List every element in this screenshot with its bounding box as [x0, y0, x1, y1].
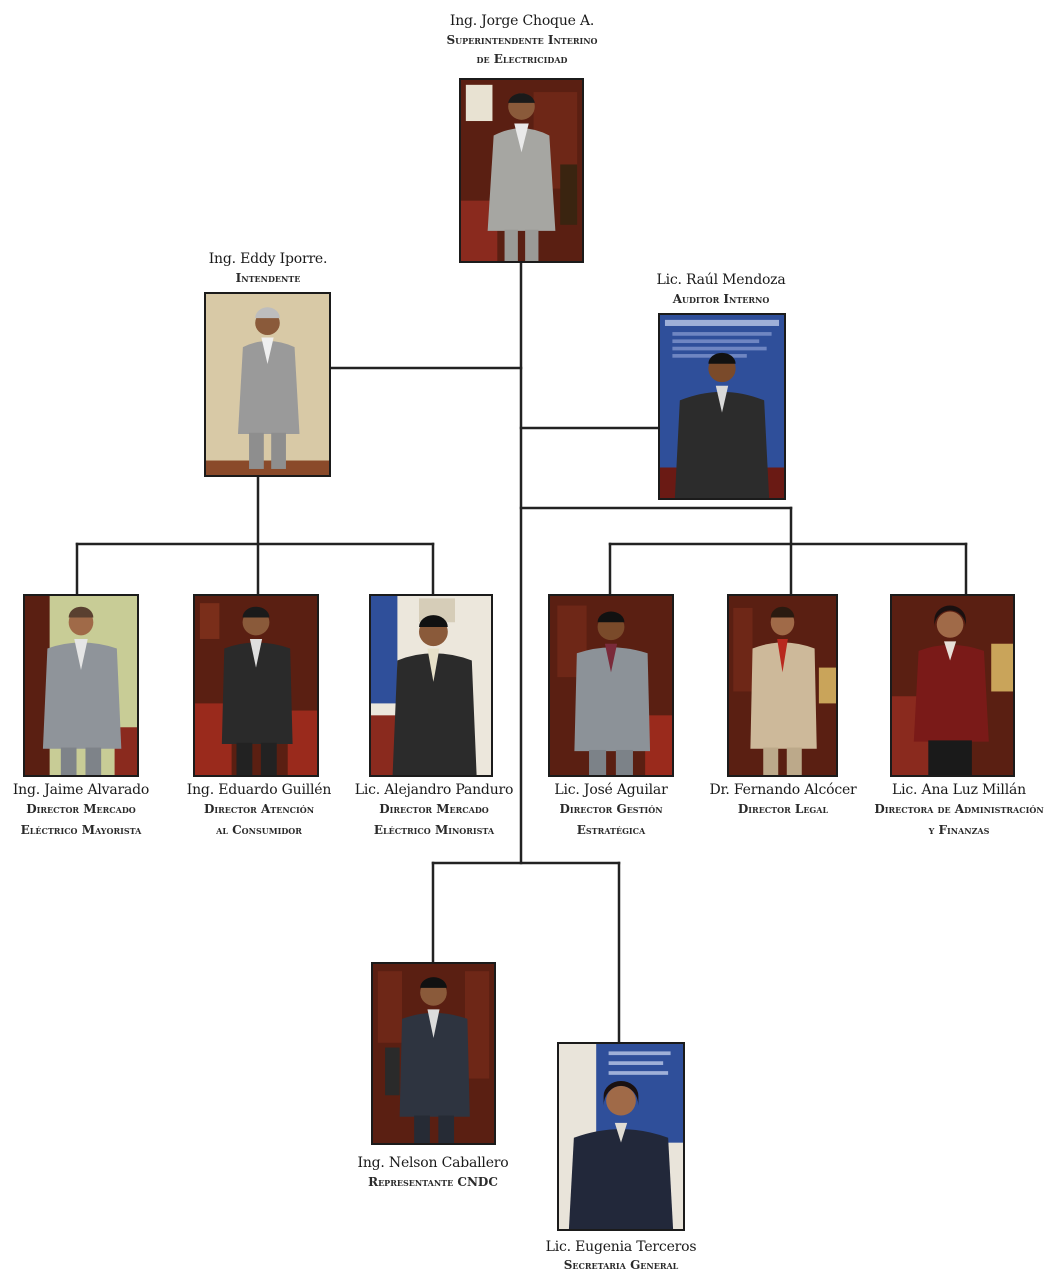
jaime-photo — [23, 594, 139, 777]
jaime-name: Ing. Jaime Alvarado — [12, 782, 150, 798]
eugenia-name: Lic. Eugenia Terceros — [545, 1239, 697, 1255]
alejandro-caption: Lic. Alejandro Panduro Director Mercado … — [351, 781, 517, 841]
portrait-wood-office-icon — [892, 596, 1013, 775]
nelson-photo — [371, 962, 496, 1145]
jose-title-line1: Director Gestión — [559, 802, 663, 816]
ana-title-line1: Directora de Administración — [874, 802, 1044, 816]
nelson-name: Ing. Nelson Caballero — [357, 1155, 509, 1171]
jaime-title-line2: Eléctrico Mayorista — [20, 823, 142, 837]
portrait-wood-office-icon — [373, 964, 494, 1143]
portrait-blue-banner-icon — [660, 315, 784, 498]
portrait-blue-banner-icon — [559, 1044, 683, 1229]
alejandro-name: Lic. Alejandro Panduro — [354, 782, 514, 798]
ana-caption: Lic. Ana Luz Millán Directora de Adminis… — [856, 781, 1062, 841]
jose-name: Lic. José Aguilar — [554, 782, 668, 798]
alejandro-title-line1: Director Mercado — [379, 802, 489, 816]
alejandro-photo — [369, 594, 493, 777]
portrait-wood-office-icon — [461, 80, 582, 261]
intendant-name: Ing. Eddy Iporre. — [208, 251, 328, 267]
portrait-studio-icon — [206, 294, 329, 475]
auditor-title: Auditor Interno — [672, 292, 770, 306]
eduardo-title-line1: Director Atención — [203, 802, 315, 816]
nelson-title: Representante CNDC — [368, 1175, 498, 1189]
jaime-caption: Ing. Jaime Alvarado Director Mercado Elé… — [0, 781, 162, 841]
portrait-blue-banner-icon — [371, 596, 491, 775]
fernando-caption: Dr. Fernando Alcócer Director Legal — [704, 781, 862, 820]
fernando-photo — [727, 594, 838, 777]
jose-caption: Lic. José Aguilar Director Gestión Estra… — [536, 781, 686, 841]
jose-photo — [548, 594, 674, 777]
portrait-wood-office-icon — [195, 596, 317, 775]
eduardo-name: Ing. Eduardo Guillén — [186, 782, 332, 798]
nelson-caption: Ing. Nelson Caballero Representante CNDC — [343, 1154, 523, 1193]
eugenia-caption: Lic. Eugenia Terceros Secretaria General — [531, 1238, 711, 1274]
intendant-photo — [204, 292, 331, 477]
portrait-wood-office-icon — [550, 596, 672, 775]
eugenia-title: Secretaria General — [563, 1258, 679, 1272]
intendant-title: Intendente — [235, 271, 301, 285]
alejandro-title-line2: Eléctrico Minorista — [373, 823, 495, 837]
jose-title-line2: Estratégica — [576, 823, 646, 837]
portrait-wood-office-icon — [25, 596, 137, 775]
eduardo-photo — [193, 594, 319, 777]
eduardo-caption: Ing. Eduardo Guillén Director Atención a… — [176, 781, 342, 841]
superintendent-photo — [459, 78, 584, 263]
auditor-caption: Lic. Raúl Mendoza Auditor Interno — [621, 271, 821, 310]
auditor-name: Lic. Raúl Mendoza — [656, 272, 786, 288]
superintendent-caption: Ing. Jorge Choque A. Superintendente Int… — [412, 12, 632, 68]
jaime-title-line1: Director Mercado — [26, 802, 136, 816]
ana-title-line2: y Finanzas — [928, 823, 990, 837]
fernando-name: Dr. Fernando Alcócer — [709, 782, 857, 798]
intendant-caption: Ing. Eddy Iporre. Intendente — [168, 250, 368, 289]
ana-name: Lic. Ana Luz Millán — [892, 782, 1026, 798]
eugenia-photo — [557, 1042, 685, 1231]
superintendent-name: Ing. Jorge Choque A. — [449, 13, 595, 29]
auditor-photo — [658, 313, 786, 500]
ana-photo — [890, 594, 1015, 777]
fernando-title-line1: Director Legal — [737, 802, 829, 816]
superintendent-title-line1: Superintendente Interino — [446, 33, 598, 47]
eduardo-title-line2: al Consumidor — [216, 823, 302, 837]
portrait-wood-office-icon — [729, 596, 836, 775]
superintendent-title-line2: de Electricidad — [476, 52, 568, 66]
